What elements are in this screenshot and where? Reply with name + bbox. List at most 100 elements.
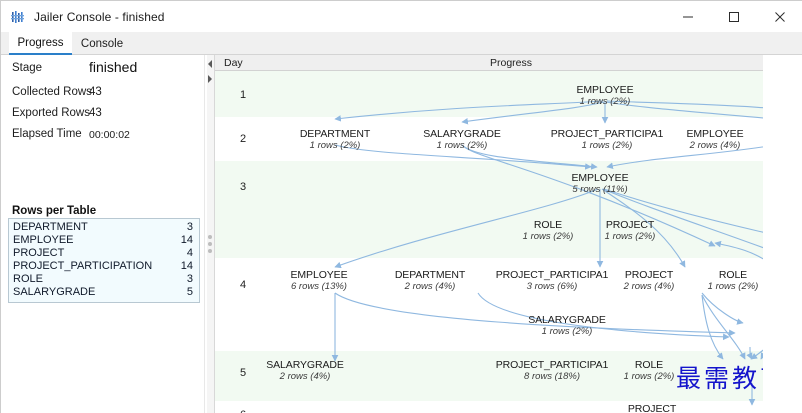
column-header-progress[interactable]: Progress <box>490 57 533 69</box>
exported-rows-label: Exported Rows <box>12 107 90 119</box>
node-rows: 1 rows (2%) <box>309 140 361 151</box>
table-name: SALARYGRADE <box>13 286 96 298</box>
node-table-name: PROJECT_PARTICIPA1 <box>495 359 609 371</box>
exported-rows-value: 43 <box>89 107 102 119</box>
list-item[interactable]: EMPLOYEE 14 <box>9 234 199 247</box>
elapsed-time-label: Elapsed Time <box>12 128 82 140</box>
day-label: 1 <box>240 89 247 101</box>
graph-right-filler <box>763 71 802 413</box>
graph-edges <box>331 100 763 406</box>
graph-node[interactable]: SALARYGRADE 1 rows (2%) <box>423 128 501 152</box>
graph-node[interactable]: DEPARTMENT 2 rows (4%) <box>395 269 465 293</box>
table-count: 3 <box>186 221 193 233</box>
minimize-button[interactable] <box>665 1 711 32</box>
splitter-grip-icon[interactable] <box>208 235 214 256</box>
node-table-name: SALARYGRADE <box>266 359 344 371</box>
panel-divider <box>204 55 205 413</box>
graph-node[interactable]: EMPLOYEE 5 rows (11%) <box>572 172 629 196</box>
node-rows: 5 rows (11%) <box>572 184 628 195</box>
day-band-5 <box>215 351 763 401</box>
graph-node[interactable]: ROLE 1 rows (2%) <box>708 269 759 293</box>
window-title: Jailer Console - finished <box>34 9 165 24</box>
node-rows: 2 rows (4%) <box>279 371 331 382</box>
list-item[interactable]: DEPARTMENT 3 <box>9 221 199 234</box>
day-band-4 <box>215 258 763 351</box>
graph-node[interactable]: SALARYGRADE 1 rows (2%) <box>528 314 606 338</box>
rows-per-table-title: Rows per Table <box>12 205 97 217</box>
node-table-name: ROLE <box>634 359 664 371</box>
node-table-name: ROLE <box>533 219 563 231</box>
node-table-name: PROJECT <box>605 219 655 231</box>
stage-value: finished <box>89 59 138 75</box>
collapse-left-arrow-icon[interactable] <box>208 60 212 68</box>
node-rows: 2 rows (4%) <box>623 281 675 292</box>
node-rows: 1 rows (2%) <box>522 231 574 242</box>
graph-node[interactable]: PROJECT_PARTICIPA1 3 rows (6%) <box>496 269 609 293</box>
table-count: 14 <box>180 234 193 246</box>
table-count: 14 <box>180 260 193 272</box>
node-rows: 1 rows (2%) <box>579 96 631 107</box>
node-table-name: SALARYGRADE <box>528 314 606 326</box>
table-count: 4 <box>186 247 193 259</box>
graph-node[interactable]: PROJECT <box>628 403 676 413</box>
graph-node[interactable]: ROLE 1 rows (2%) <box>624 359 675 383</box>
node-rows: 1 rows (2%) <box>581 140 633 151</box>
node-rows: 3 rows (6%) <box>526 281 578 292</box>
window-controls <box>665 1 802 32</box>
graph-node[interactable]: EMPLOYEE 1 rows (2%) <box>577 84 634 108</box>
graph-node[interactable]: PROJECT 1 rows (2%) <box>605 219 656 243</box>
progress-graph[interactable]: 1 2 3 4 5 6 EMPLOYEE 1 rows (2%) DEPARTM… <box>215 71 763 413</box>
list-item[interactable]: PROJECT 4 <box>9 247 199 260</box>
list-item[interactable]: ROLE 3 <box>9 273 199 286</box>
list-item[interactable]: PROJECT_PARTICIPATION 14 <box>9 260 199 273</box>
table-name: PROJECT_PARTICIPATION <box>13 260 153 272</box>
collected-rows-value: 43 <box>89 86 102 98</box>
graph-node[interactable]: PROJECT_PARTICIPA1 8 rows (18%) <box>496 359 609 383</box>
node-rows: 1 rows (2%) <box>707 281 759 292</box>
close-button[interactable] <box>757 1 802 32</box>
table-name: PROJECT <box>13 247 65 259</box>
node-rows: 1 rows (2%) <box>541 326 593 337</box>
maximize-button[interactable] <box>711 1 757 32</box>
watermark-text: 最需教育 <box>676 364 763 393</box>
node-rows: 2 rows (4%) <box>404 281 456 292</box>
rows-per-table-list[interactable]: DEPARTMENT 3 EMPLOYEE 14 PROJECT 4 PROJE… <box>8 218 200 303</box>
day-label: 2 <box>240 133 247 145</box>
list-item[interactable]: SALARYGRADE 5 <box>9 286 199 299</box>
node-rows: 1 rows (2%) <box>604 231 656 242</box>
node-table-name: EMPLOYEE <box>571 172 629 184</box>
title-bar: Jailer Console - finished <box>1 1 802 32</box>
elapsed-time-value: 00:00:02 <box>89 129 130 141</box>
node-table-name: SALARYGRADE <box>423 128 501 140</box>
node-rows: 1 rows (2%) <box>623 371 675 382</box>
day-band-2 <box>215 117 763 161</box>
graph-node[interactable]: EMPLOYEE 2 rows (4%) <box>687 128 744 152</box>
graph-node[interactable]: SALARYGRADE 2 rows (4%) <box>266 359 344 383</box>
tab-strip: Progress Console <box>1 32 802 55</box>
panel-splitter[interactable] <box>207 55 215 413</box>
graph-node[interactable]: PROJECT_PARTICIPA1 1 rows (2%) <box>551 128 664 152</box>
graph-node[interactable]: DEPARTMENT 1 rows (2%) <box>300 128 370 152</box>
graph-node[interactable]: PROJECT 2 rows (4%) <box>624 269 675 293</box>
node-table-name: EMPLOYEE <box>686 128 744 140</box>
day-label: 5 <box>240 367 247 379</box>
graph-column-header: Day Progress <box>215 55 763 71</box>
node-rows: 2 rows (4%) <box>689 140 741 151</box>
node-table-name: PROJECT_PARTICIPA1 <box>550 128 664 140</box>
expand-right-arrow-icon[interactable] <box>208 75 212 83</box>
table-name: EMPLOYEE <box>13 234 74 246</box>
tab-console[interactable]: Console <box>80 37 124 50</box>
node-rows: 6 rows (13%) <box>291 281 347 292</box>
day-band-6 <box>215 401 763 413</box>
node-table-name: ROLE <box>718 269 748 281</box>
table-name: DEPARTMENT <box>13 221 88 233</box>
node-rows: 1 rows (2%) <box>436 140 488 151</box>
graph-node[interactable]: EMPLOYEE 6 rows (13%) <box>291 269 348 293</box>
column-header-day[interactable]: Day <box>224 57 243 69</box>
graph-node[interactable]: ROLE 1 rows (2%) <box>523 219 574 243</box>
header-right-filler <box>763 55 802 71</box>
tab-progress[interactable]: Progress <box>9 32 72 55</box>
table-count: 5 <box>186 286 193 298</box>
node-table-name: PROJECT <box>624 269 674 281</box>
node-table-name: DEPARTMENT <box>394 269 466 281</box>
